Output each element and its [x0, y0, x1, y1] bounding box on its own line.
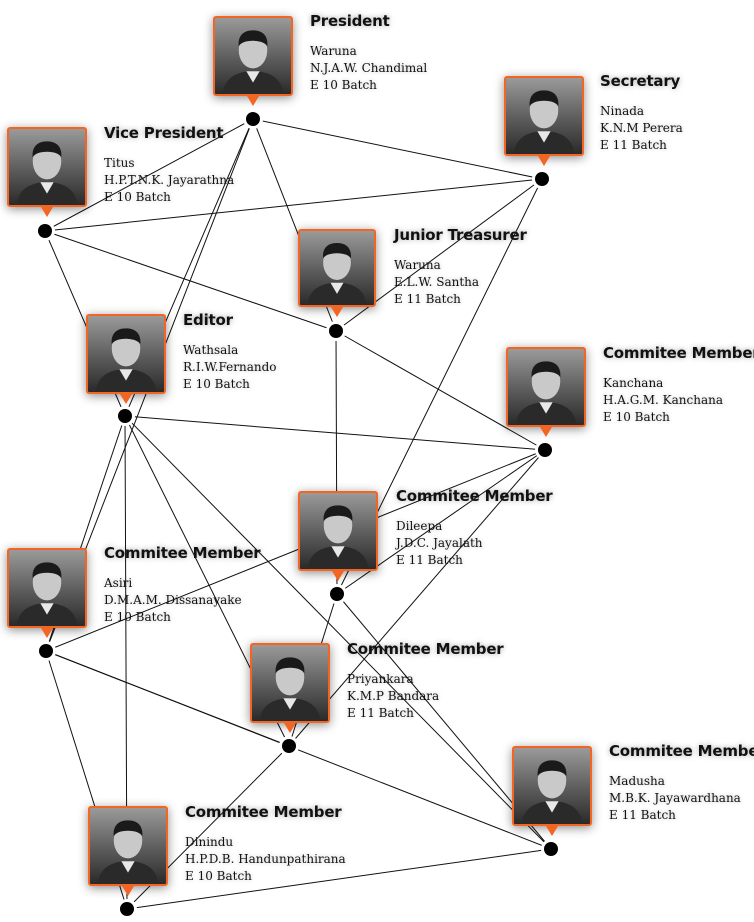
dinindu-photo	[88, 806, 168, 886]
connection-line-kanchana-asiri	[45, 449, 546, 652]
dinindu-full-name: H.P.D.B. Handunpathirana	[185, 852, 346, 866]
connection-line-asiri-madusha	[45, 650, 552, 850]
connection-line-president-vice-president	[44, 118, 254, 232]
connection-line-secretary-vice-president	[44, 178, 543, 232]
connection-line-editor-kanchana	[124, 415, 546, 451]
secretary-full-name: K.N.M Perera	[600, 121, 683, 135]
junior-treasurer-node	[329, 324, 343, 338]
secretary-role: Secretary	[600, 72, 681, 90]
editor-node	[118, 409, 132, 423]
priyankara-full-name: K.M.P Bandara	[347, 689, 440, 703]
madusha-first-name: Madusha	[609, 774, 665, 788]
president-pointer-arrow	[247, 96, 259, 106]
junior-treasurer-batch: E 11 Batch	[394, 292, 461, 306]
connection-line-vice-president-junior-treasurer	[44, 230, 337, 332]
connection-line-dinindu-madusha	[126, 848, 552, 910]
dinindu-pointer-arrow	[122, 886, 134, 896]
priyankara-photo	[250, 643, 330, 723]
priyankara-role: Commitee Member	[347, 640, 504, 658]
connection-line-president-secretary	[252, 118, 543, 180]
editor-first-name: Wathsala	[183, 343, 239, 357]
dinindu-role: Commitee Member	[185, 803, 342, 821]
connection-line-kanchana-priyankara	[288, 449, 546, 747]
madusha-role: Commitee Member	[609, 742, 754, 760]
editor-full-name: R.I.W.Fernando	[183, 360, 277, 374]
dinindu-node	[120, 902, 134, 916]
asiri-photo	[7, 548, 87, 628]
dileepa-first-name: Dileepa	[396, 519, 443, 533]
asiri-full-name: D.M.A.M. Dissanayake	[104, 593, 242, 607]
vice-president-full-name: H.P.T.N.K. Jayarathna	[104, 173, 235, 187]
vice-president-photo	[7, 127, 87, 207]
president-photo	[213, 16, 293, 96]
editor-role: Editor	[183, 311, 233, 329]
asiri-pointer-arrow	[41, 628, 53, 638]
dileepa-pointer-arrow	[332, 571, 344, 581]
madusha-photo	[512, 746, 592, 826]
president-first-name: Waruna	[310, 44, 357, 58]
junior-treasurer-photo	[298, 229, 376, 307]
editor-pointer-arrow	[120, 394, 132, 404]
president-full-name: N.J.A.W. Chandimal	[310, 61, 428, 75]
vice-president-first-name: Titus	[104, 156, 135, 170]
vice-president-batch: E 10 Batch	[104, 190, 171, 204]
junior-treasurer-role: Junior Treasurer	[394, 226, 527, 244]
dileepa-batch: E 11 Batch	[396, 553, 463, 567]
secretary-batch: E 11 Batch	[600, 138, 667, 152]
connection-line-junior-treasurer-kanchana	[335, 330, 546, 451]
vice-president-pointer-arrow	[41, 207, 53, 217]
kanchana-photo	[506, 347, 586, 427]
editor-photo	[86, 314, 166, 394]
dinindu-batch: E 10 Batch	[185, 869, 252, 883]
kanchana-batch: E 10 Batch	[603, 410, 670, 424]
dinindu-first-name: Dinindu	[185, 835, 234, 849]
secretary-first-name: Ninada	[600, 104, 645, 118]
kanchana-full-name: H.A.G.M. Kanchana	[603, 393, 723, 407]
kanchana-node	[538, 443, 552, 457]
kanchana-role: Commitee Member	[603, 344, 754, 362]
kanchana-first-name: Kanchana	[603, 376, 664, 390]
vice-president-node	[38, 224, 52, 238]
dileepa-full-name: J.D.C. Jayalath	[396, 536, 483, 550]
president-batch: E 10 Batch	[310, 78, 377, 92]
madusha-pointer-arrow	[546, 826, 558, 836]
asiri-node	[39, 644, 53, 658]
madusha-node	[544, 842, 558, 856]
asiri-role: Commitee Member	[104, 544, 261, 562]
madusha-batch: E 11 Batch	[609, 808, 676, 822]
junior-treasurer-first-name: Waruna	[394, 258, 441, 272]
priyankara-node	[282, 739, 296, 753]
junior-treasurer-pointer-arrow	[331, 307, 343, 317]
kanchana-pointer-arrow	[540, 427, 552, 437]
secretary-pointer-arrow	[538, 156, 550, 166]
dileepa-photo	[298, 491, 378, 571]
secretary-photo	[504, 76, 584, 156]
president-node	[246, 112, 260, 126]
asiri-batch: E 10 Batch	[104, 610, 171, 624]
junior-treasurer-full-name: E.L.W. Santha	[394, 275, 480, 289]
asiri-first-name: Asiri	[104, 576, 133, 590]
priyankara-batch: E 11 Batch	[347, 706, 414, 720]
priyankara-first-name: Priyankara	[347, 672, 414, 686]
vice-president-role: Vice President	[104, 124, 224, 142]
dileepa-node	[330, 587, 344, 601]
dileepa-role: Commitee Member	[396, 487, 553, 505]
priyankara-pointer-arrow	[284, 723, 296, 733]
connection-line-editor-madusha	[124, 415, 552, 850]
editor-batch: E 10 Batch	[183, 377, 250, 391]
madusha-full-name: M.B.K. Jayawardhana	[609, 791, 741, 805]
president-role: President	[310, 12, 390, 30]
secretary-node	[535, 172, 549, 186]
